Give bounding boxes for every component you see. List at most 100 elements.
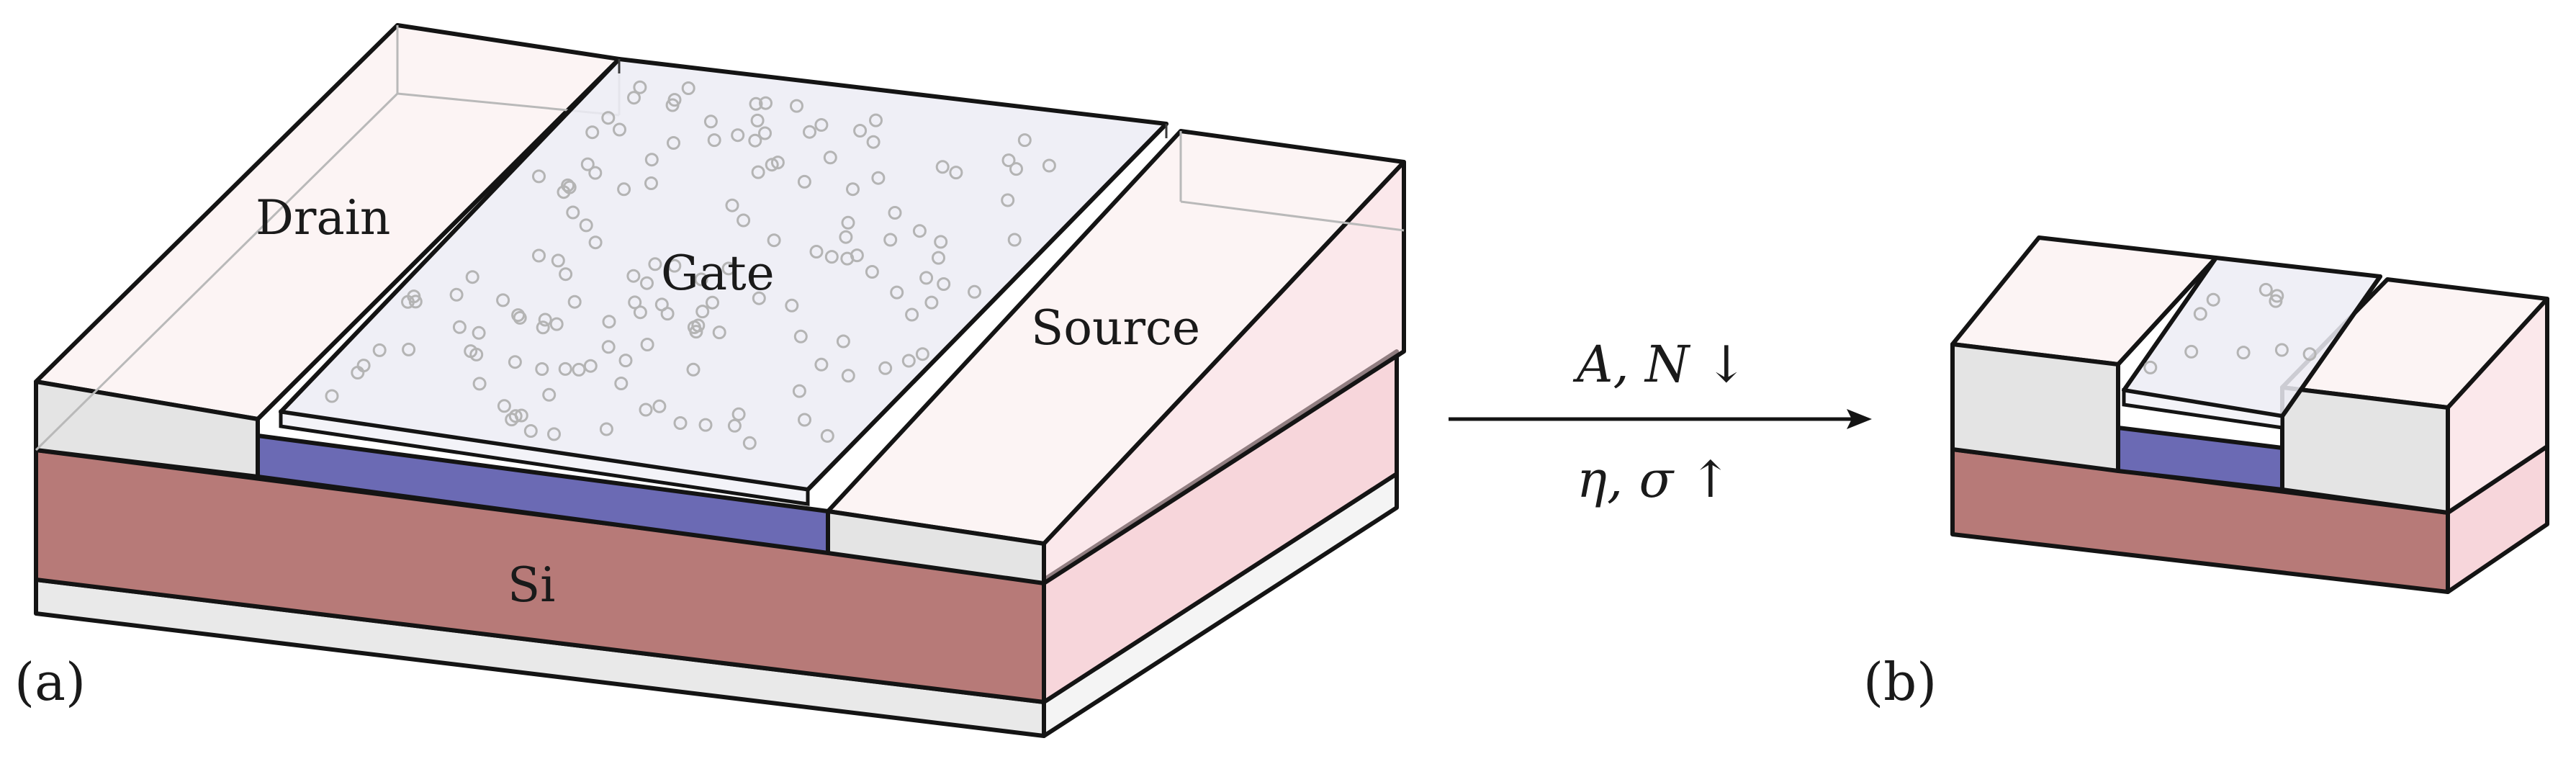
- defect-dot: [703, 114, 718, 129]
- defect-dot: [351, 366, 365, 379]
- arrow-lower-label: η, σ ↑: [1577, 450, 1731, 509]
- defect-dot: [878, 361, 893, 375]
- small-oxide-defects: [2143, 282, 2317, 374]
- defect-dot: [869, 113, 883, 127]
- defect-dot: [617, 182, 631, 197]
- defect-dot: [707, 133, 721, 148]
- defect-dot: [836, 334, 850, 349]
- defect-dot: [751, 165, 765, 179]
- defect-dot: [823, 150, 837, 165]
- defect-dot: [465, 270, 479, 284]
- defect-dot: [626, 269, 641, 283]
- defect-dot: [765, 158, 779, 172]
- defect-dot: [686, 362, 701, 377]
- defect-dot: [667, 93, 682, 107]
- defect-dot: [721, 261, 736, 276]
- defect-dot: [579, 218, 593, 233]
- channel-region: [256, 433, 830, 555]
- gate-block: [279, 57, 1168, 506]
- defect-dot: [767, 233, 781, 248]
- small-transistor: (b): [1863, 235, 2549, 712]
- defect-dot: [654, 297, 669, 312]
- defect-dot: [644, 153, 659, 167]
- defect-dot: [841, 369, 855, 383]
- defect-dot: [551, 253, 565, 268]
- defect-dot: [585, 125, 600, 140]
- defect-dot: [402, 342, 416, 356]
- defect-dot: [949, 166, 963, 180]
- defect-dot: [557, 185, 571, 199]
- defect-dot: [547, 427, 561, 441]
- defect-dot: [915, 347, 929, 361]
- defect-dot: [919, 271, 934, 285]
- defect-dot: [513, 310, 527, 325]
- defect-dot: [2236, 346, 2251, 360]
- defect-dot: [2274, 343, 2289, 357]
- defect-dot: [912, 224, 927, 238]
- defect-dot: [809, 245, 824, 259]
- defect-dot: [905, 307, 919, 322]
- defect-dot: [932, 251, 945, 265]
- defect-dot: [536, 320, 550, 335]
- defect-dot: [644, 176, 658, 190]
- defect-dot: [549, 317, 564, 331]
- defect-dot: [628, 295, 642, 310]
- defect-dot: [325, 389, 339, 403]
- defect-dot: [2270, 289, 2284, 303]
- defect-dot: [824, 250, 839, 264]
- defect-dot: [725, 198, 739, 212]
- defect-dot: [883, 233, 898, 247]
- defect-dot: [572, 362, 586, 377]
- defect-dot: [865, 265, 879, 279]
- defect-dot: [452, 320, 467, 334]
- defect-dot: [749, 96, 763, 111]
- small-source-contact: [2280, 277, 2549, 515]
- defect-dot: [890, 285, 904, 300]
- defect-dot: [532, 169, 546, 184]
- defect-dot: [2184, 344, 2199, 359]
- drain-contact: [34, 23, 621, 479]
- defect-dot: [673, 416, 688, 430]
- defect-dot: [839, 230, 853, 244]
- defect-dot: [602, 315, 616, 329]
- defect-dot: [792, 384, 806, 398]
- defect-dot: [648, 257, 662, 271]
- defect-dot: [2302, 347, 2317, 361]
- defect-dot: [542, 387, 557, 402]
- defect-dot: [667, 259, 682, 273]
- defect-dot: [559, 267, 573, 282]
- defect-dot: [618, 354, 633, 368]
- defect-dot: [508, 355, 522, 369]
- defect-dot: [681, 81, 695, 95]
- defect-dot: [727, 418, 742, 433]
- defect-dot: [924, 295, 939, 310]
- source-contact: [826, 129, 1406, 585]
- defect-dot: [599, 422, 613, 436]
- defect-dot: [1009, 162, 1023, 176]
- defect-dot: [588, 166, 603, 180]
- defect-dot: [695, 305, 710, 319]
- defect-dot: [567, 295, 582, 309]
- source-label: Source: [1031, 300, 1200, 356]
- defect-dot: [580, 157, 595, 171]
- defect-dot: [640, 338, 654, 351]
- defect-dot: [372, 343, 387, 357]
- defect-dot: [627, 91, 641, 105]
- defect-dot: [561, 178, 575, 192]
- defect-dot: [1001, 193, 1015, 207]
- defect-dot: [523, 424, 538, 438]
- panel-b-label: (b): [1863, 652, 1937, 712]
- panel-a-label: (a): [14, 652, 86, 712]
- defect-dot: [758, 126, 772, 140]
- defect-dot: [2258, 282, 2273, 297]
- defect-dot: [613, 122, 626, 137]
- defect-dot: [639, 403, 653, 417]
- defect-dot: [793, 329, 808, 343]
- defect-dot: [633, 305, 647, 320]
- arrow-head-icon: [1847, 409, 1872, 429]
- defect-dot: [497, 399, 511, 413]
- defect-dot: [1042, 158, 1056, 173]
- substrate-label: Si: [508, 557, 555, 613]
- defect-dot: [505, 413, 519, 427]
- defect-dot: [558, 361, 572, 376]
